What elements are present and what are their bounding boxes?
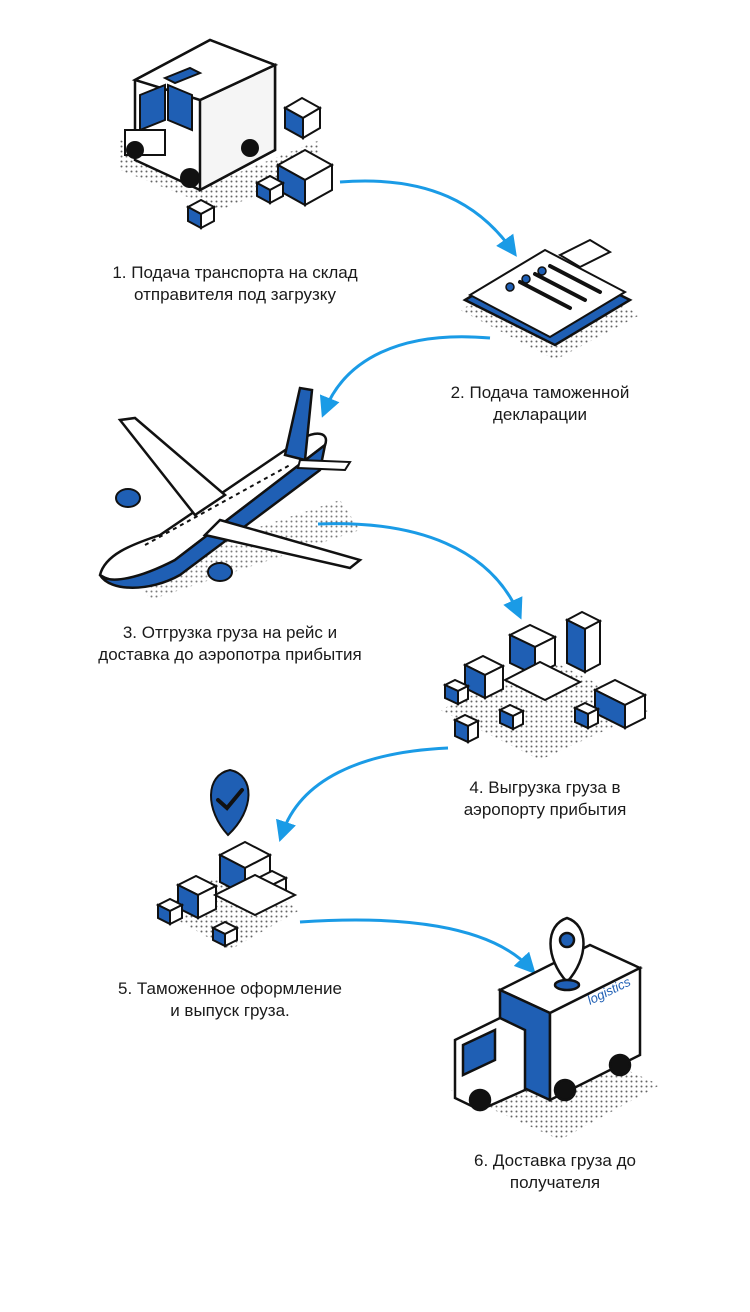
step-4-label-line-1: 4. Выгрузка груза в: [469, 778, 621, 797]
step-2-label-line-1: 2. Подача таможенной: [450, 383, 630, 402]
step-3-label-line-2: доставка до аэропотра прибытия: [98, 645, 362, 664]
arrow-2-to-3: [319, 335, 491, 418]
step-5-label-line-2: и выпуск груза.: [170, 1001, 290, 1020]
step-4-label-line-2: аэропорту прибытия: [463, 800, 627, 819]
step-1-label-line-1: 1. Подача транспорта на склад: [112, 263, 358, 282]
step-5-label: 5. Таможенное оформление и выпуск груза.: [90, 978, 370, 1022]
step-6-label-line-1: 6. Доставка груза до: [474, 1151, 636, 1170]
step-5-label-line-1: 5. Таможенное оформление: [118, 979, 342, 998]
delivery-truck-location-icon: [450, 916, 660, 1140]
step-1-label: 1. Подача транспорта на склад отправител…: [90, 262, 380, 306]
clipboard-declaration-icon: [460, 238, 640, 360]
van-loading-boxes-icon: [120, 38, 335, 230]
cleared-cargo-checkmark-icon: [155, 768, 300, 950]
step-3-label-line-1: 3. Отгрузка груза на рейс и: [122, 623, 338, 642]
step-3-label: 3. Отгрузка груза на рейс и доставка до …: [70, 622, 390, 666]
step-4-label: 4. Выгрузка груза в аэропорту прибытия: [430, 777, 660, 821]
arrow-4-to-5: [276, 746, 449, 842]
cargo-pallets-icon: [440, 610, 650, 760]
arrow-1-to-2: [339, 179, 517, 257]
step-1-label-line-2: отправителя под загрузку: [134, 285, 336, 304]
step-2-label: 2. Подача таможенной декларации: [420, 382, 660, 426]
arrow-5-to-6: [299, 918, 536, 975]
airplane-icon: [98, 386, 363, 600]
step-6-label: 6. Доставка груза до получателя: [440, 1150, 670, 1194]
step-2-label-line-2: декларации: [492, 405, 587, 424]
step-6-label-line-2: получателя: [509, 1173, 601, 1192]
